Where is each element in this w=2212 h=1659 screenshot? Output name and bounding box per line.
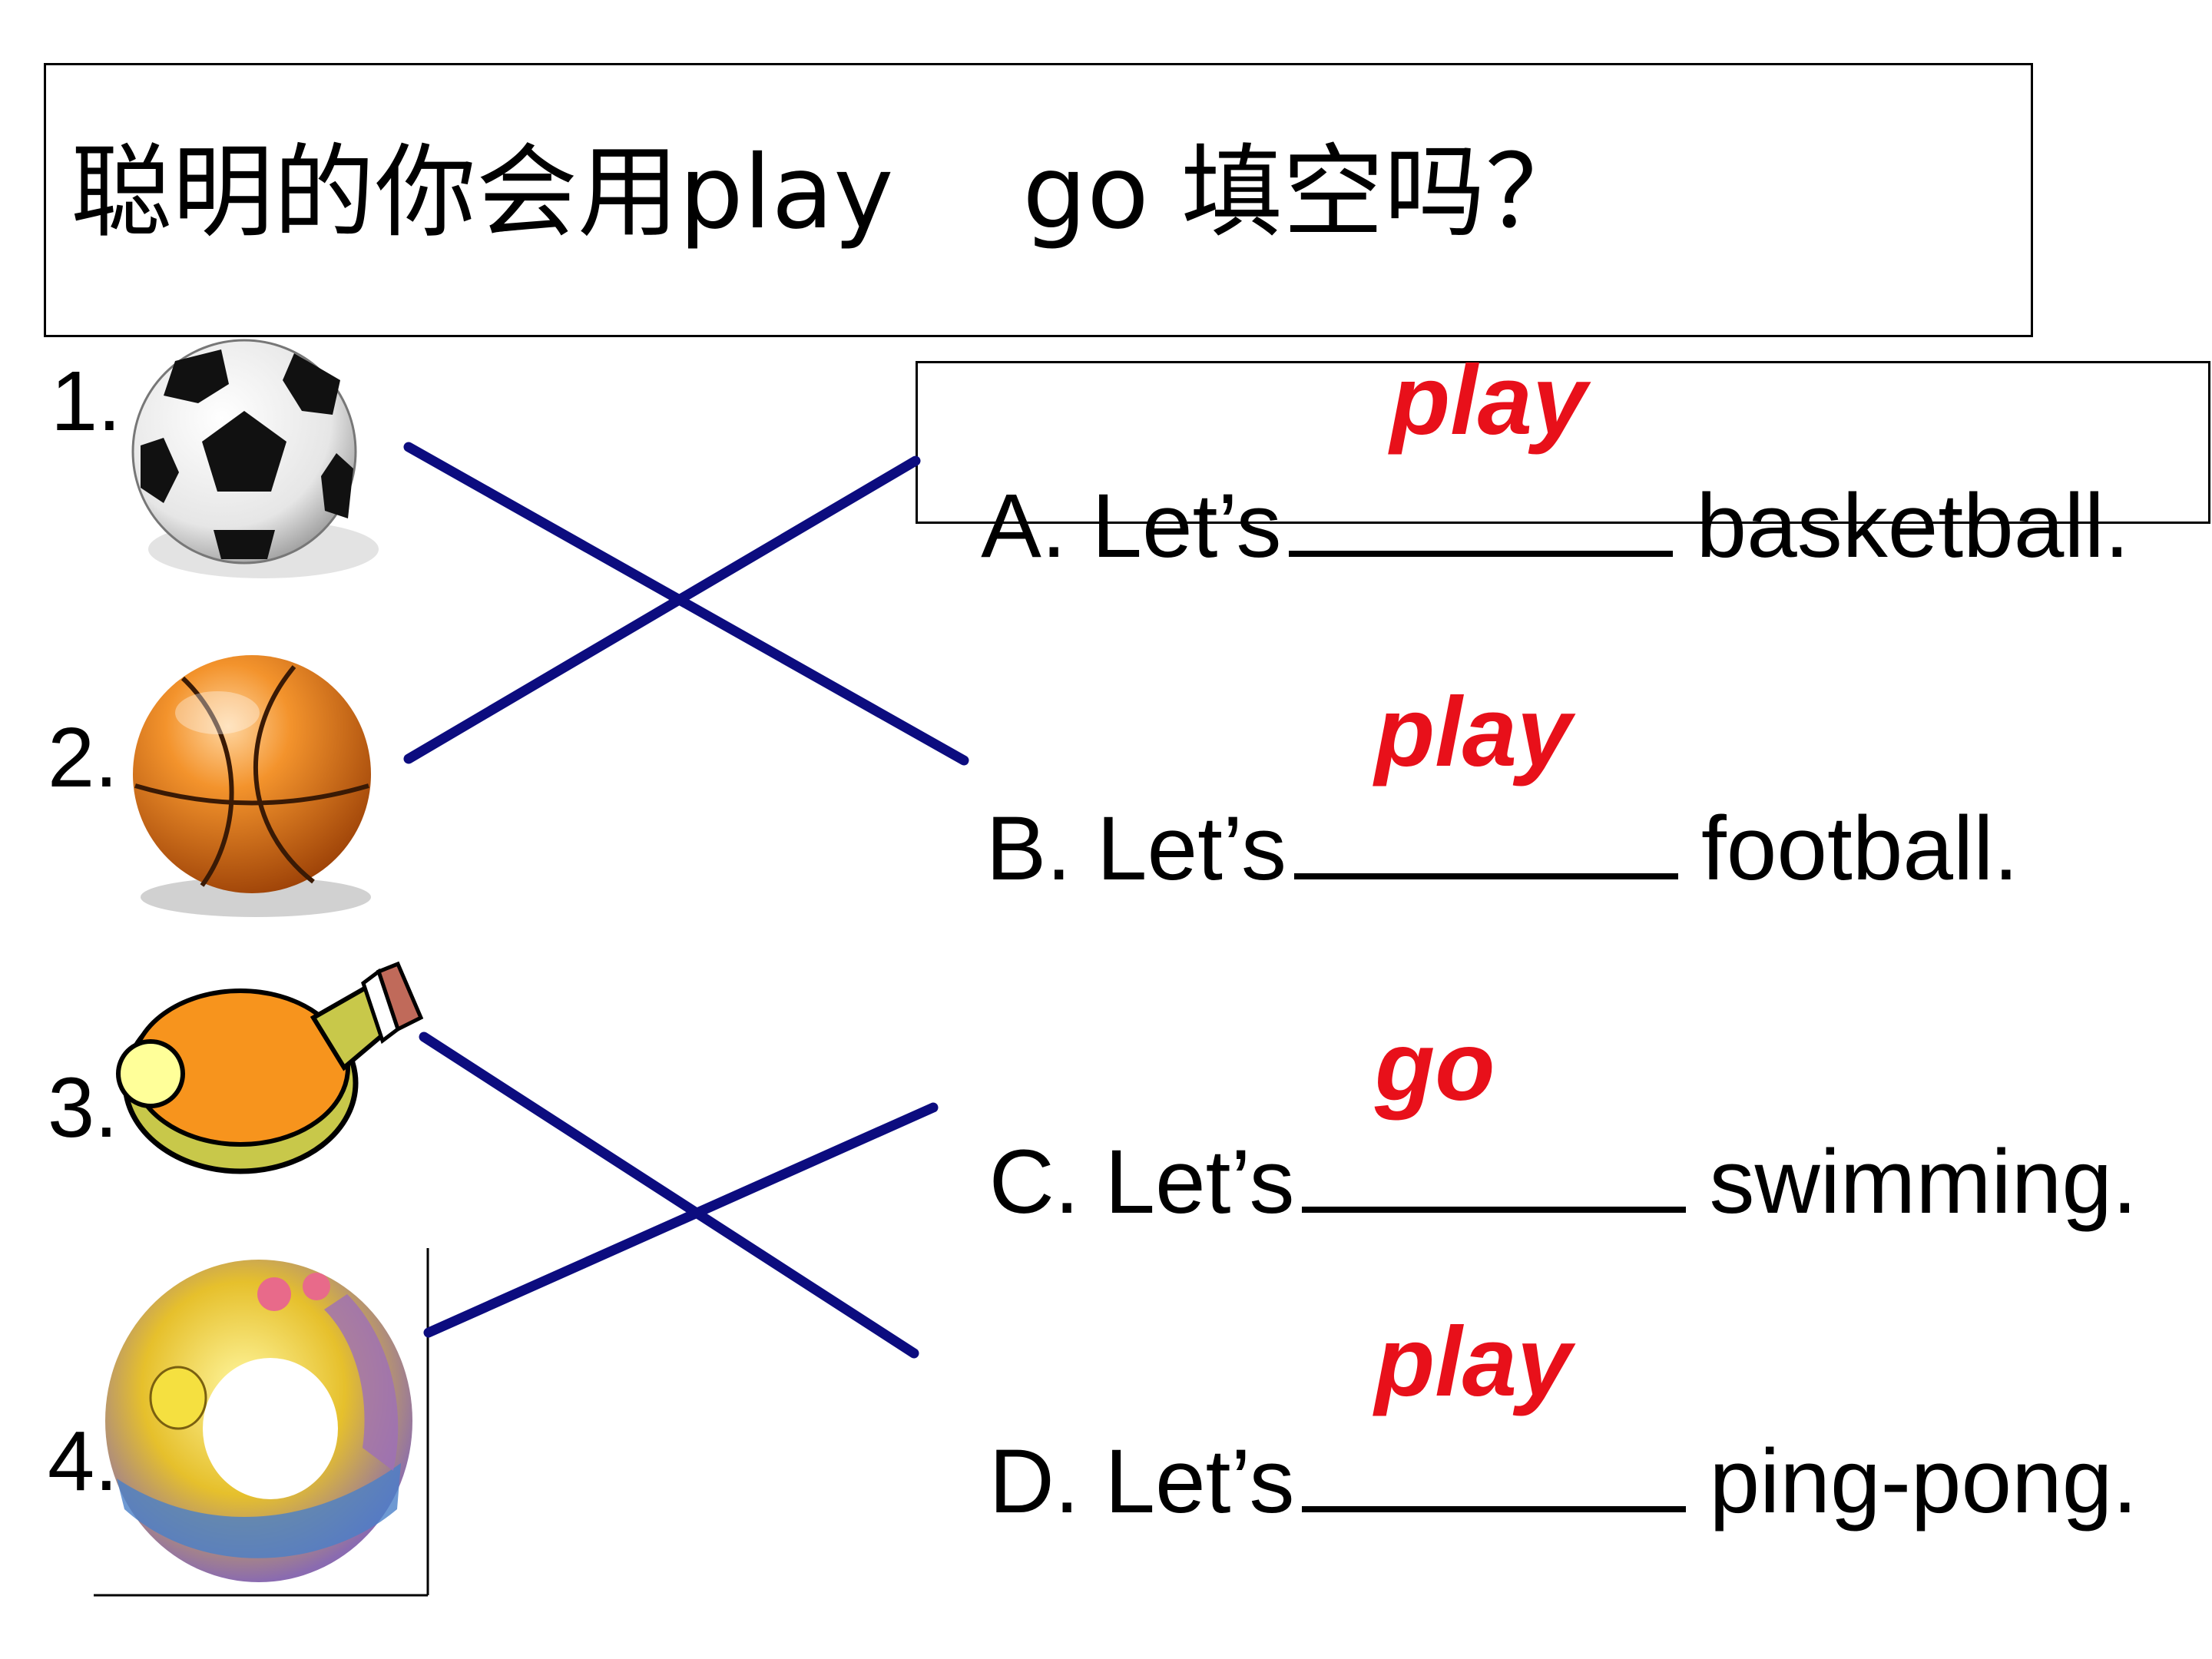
sentence-a-prefix: A. Let’s bbox=[981, 475, 1282, 577]
item-number-1: 1. bbox=[51, 354, 121, 449]
sentence-c-prefix: C. Let’s bbox=[988, 1131, 1295, 1233]
swim-ring-icon bbox=[94, 1248, 429, 1597]
title-box: 聪明的你会用play go 填空吗？ bbox=[44, 63, 2033, 337]
match-line-2-a bbox=[403, 455, 921, 764]
answer-a: play bbox=[1390, 346, 1588, 455]
ping-pong-paddle-icon bbox=[116, 961, 424, 1174]
answer-c: go bbox=[1375, 1012, 1495, 1121]
page-title: 聪明的你会用play go 填空吗？ bbox=[71, 134, 1587, 252]
basketball-icon bbox=[133, 655, 371, 917]
sentence-b-suffix: football. bbox=[1700, 798, 2019, 899]
match-line-4-c bbox=[423, 1102, 939, 1338]
answer-b: play bbox=[1375, 677, 1572, 787]
item-number-3: 3. bbox=[48, 1061, 118, 1155]
sentence-b-blank[interactable] bbox=[1293, 815, 1678, 879]
sentence-a-box bbox=[916, 361, 2210, 524]
sentence-c-suffix: swimming. bbox=[1709, 1131, 2137, 1233]
answer-d: play bbox=[1375, 1307, 1572, 1417]
sentence-a-suffix: basketball. bbox=[1696, 475, 2130, 577]
match-line-3-d bbox=[419, 1031, 919, 1359]
sentence-b-prefix: B. Let’s bbox=[985, 798, 1286, 899]
sentence-a-blank[interactable] bbox=[1289, 492, 1674, 557]
sentence-d-blank[interactable] bbox=[1302, 1448, 1687, 1512]
sentence-d-suffix: ping-pong. bbox=[1709, 1431, 2138, 1532]
match-line-1-b bbox=[403, 442, 969, 766]
sentence-c-blank[interactable] bbox=[1302, 1148, 1687, 1213]
sentence-d-prefix: D. Let’s bbox=[988, 1431, 1295, 1532]
soccer-ball-icon bbox=[131, 339, 379, 578]
item-number-2: 2. bbox=[48, 710, 118, 805]
